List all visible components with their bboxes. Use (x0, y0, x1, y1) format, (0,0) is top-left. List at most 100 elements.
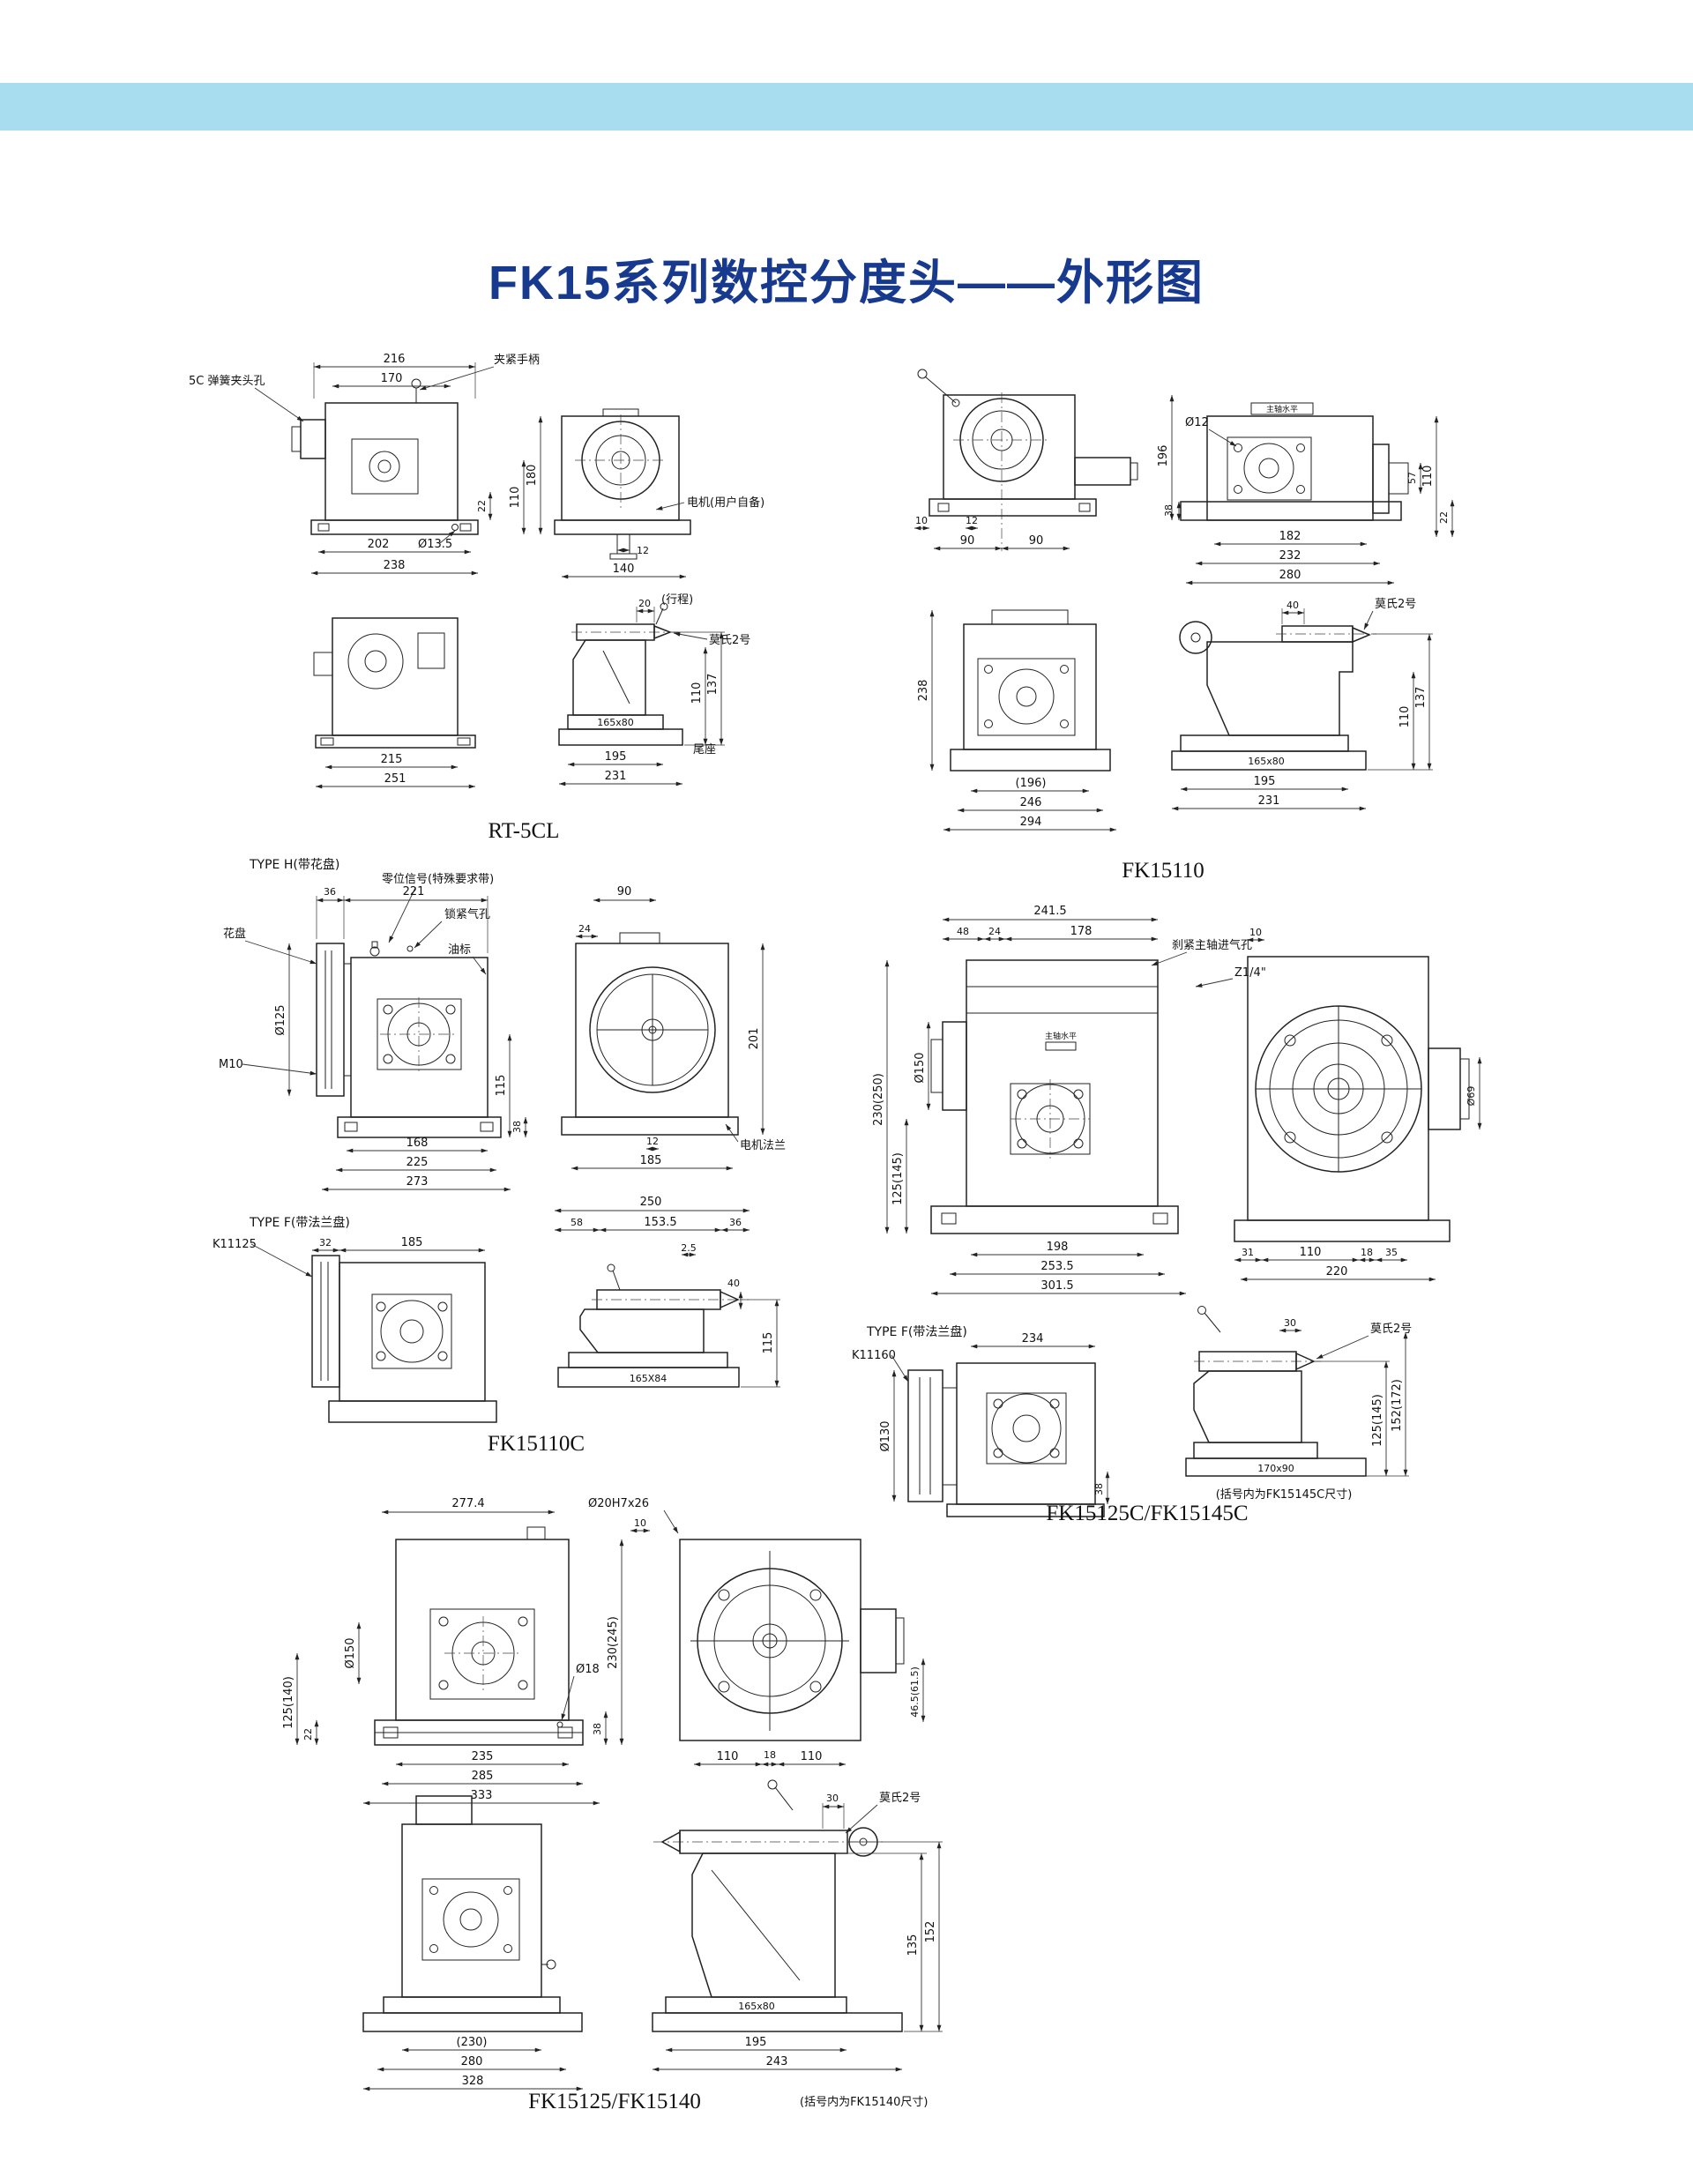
type-h-label: TYPE H(带花盘) (249, 857, 339, 872)
faceplate-view (1234, 956, 1470, 1242)
dim-label: 230(245) (607, 1616, 620, 1669)
handwheel-dimensions: 油标 90 24 201 12 185 电机法兰 (448, 885, 786, 1171)
label-stroke: (行程) (661, 593, 693, 607)
front-view-dimensions: 277.4 Ø20H7x26 10 Ø150 125(140) 22 230(2… (282, 1497, 679, 1806)
dim-label: 195 (745, 2036, 767, 2049)
dim-label: 294 (1020, 816, 1042, 829)
dim-label: 280 (1279, 569, 1301, 582)
label-spindle-level: 主轴水平 (1045, 1031, 1077, 1041)
model-caption: FK15110 (1122, 859, 1204, 883)
dim-label: 273 (406, 1175, 429, 1189)
lower-front-view (362, 1795, 583, 2032)
tailstock-dimensions: 30 莫氏2号 125(145) 152(172) 170x90 (1257, 1317, 1412, 1477)
dim-label: 18 (1361, 1247, 1373, 1258)
dim-label: 221 (403, 885, 425, 898)
drawing-group-fk15125c: 241.5 48 24 178 刹紧主轴进气孔 10 Z1/4" 主轴水平 23… (852, 905, 1482, 1525)
dim-label: 168 (406, 1137, 429, 1150)
dim-label: 12 (637, 545, 649, 556)
dim-label: 202 (368, 538, 390, 551)
dim-label: 38 (1163, 504, 1175, 517)
drawing-group-rt5cl: 216 170 5C 弹簧夹头孔 夹紧手柄 22 202 Ø13.5 238 (189, 353, 764, 843)
front-view-dimensions: 241.5 48 24 178 刹紧主轴进气孔 10 Z1/4" 主轴水平 23… (872, 905, 1266, 1296)
dim-label: 137 (1414, 687, 1428, 709)
dim-label: 137 (706, 674, 720, 696)
dim-label: 24 (988, 926, 1001, 937)
dim-label: 90 (1029, 534, 1044, 548)
dim-label: 301.5 (1040, 1279, 1073, 1293)
callout-morse: 莫氏2号 (709, 634, 750, 647)
drawing-group-fk15110c: TYPE H(带花盘) 零位信号(特殊要求带) 锁紧气孔 36 221 花盘 (213, 857, 786, 1456)
dim-label: Ø125 (274, 1004, 287, 1035)
pad-size-label: 165x80 (597, 717, 634, 728)
dim-label: 140 (613, 563, 635, 576)
callout-dia12: Ø12 (1185, 416, 1209, 429)
callout-thread: Z1/4" (1234, 966, 1266, 980)
dim-label: 90 (960, 534, 975, 548)
callout-collet: 5C 弹簧夹头孔 (189, 374, 265, 388)
callout-plug: Ø20H7x26 (588, 1497, 649, 1510)
dim-label: 238 (917, 680, 930, 702)
type-f-label: TYPE F(带法兰盘) (866, 1324, 967, 1339)
type-f-dimensions: K11160 234 Ø130 38 (852, 1332, 1110, 1504)
dim-label: 90 (617, 885, 632, 898)
model-caption: FK15110C (488, 1432, 585, 1456)
dim-label: 58 (571, 1217, 583, 1228)
tailstock-dimensions: 20 (行程) 莫氏2号 137 110 165x80 195 231 尾座 (559, 593, 750, 786)
dim-label: 241.5 (1033, 905, 1066, 918)
dim-label: 178 (1070, 925, 1093, 938)
dim-label: Ø69 (1466, 1086, 1477, 1107)
side-view-dimensions: 180 110 12 140 电机(用户自备) (509, 416, 764, 579)
dim-label: 231 (1258, 794, 1280, 808)
dim-label: 18 (764, 1749, 776, 1761)
dim-label: 246 (1020, 796, 1042, 809)
dim-label: 30 (826, 1793, 839, 1804)
dim-label: 35 (1385, 1247, 1398, 1258)
dim-label: 238 (384, 559, 406, 572)
dim-label: 30 (1284, 1317, 1296, 1329)
dim-label: 22 (476, 500, 488, 512)
type-f-front-view (907, 1362, 1105, 1517)
tailstock-dimensions: 40 莫氏2号 137 110 165x80 195 231 (1172, 598, 1433, 811)
dim-label: 110 (509, 487, 522, 509)
dim-label: 170 (381, 372, 403, 385)
pad-size-label: 170x90 (1257, 1463, 1294, 1474)
dim-label: 22 (1438, 511, 1450, 524)
dim-label: 125(145) (1371, 1394, 1384, 1447)
pad-size-label: 165x80 (1248, 756, 1285, 767)
callout-motor: 电机(用户自备) (687, 496, 764, 510)
callout-morse: 莫氏2号 (879, 1792, 921, 1805)
model-caption: FK15125/FK15140 (528, 2090, 701, 2113)
dim-label: 251 (384, 772, 406, 786)
tailstock-view (1185, 1306, 1367, 1477)
callout-k11125: K11125 (213, 1238, 257, 1251)
dim-label: 195 (1254, 775, 1276, 788)
dim-label: 46.5(61.5) (909, 1666, 921, 1718)
faceplate-view (679, 1539, 905, 1741)
callout-dia18: Ø18 (576, 1663, 600, 1676)
label-spindle-level: 主轴水平 (1266, 404, 1298, 414)
dim-label: 185 (640, 1154, 662, 1167)
dim-label: 38 (1093, 1483, 1105, 1495)
callout-air-inlet: 刹紧主轴进气孔 (1172, 938, 1252, 952)
pad-size-label: 165X84 (630, 1373, 668, 1384)
dim-label: 230(250) (872, 1073, 885, 1126)
pad-size-label: 165x80 (738, 2001, 775, 2012)
callout-m10: M10 (219, 1058, 243, 1071)
dim-label: 180 (526, 465, 539, 487)
dim-label: 225 (406, 1156, 429, 1169)
handwheel-view (561, 932, 739, 1136)
dim-label: 24 (578, 923, 591, 935)
dim-label: 110 (717, 1750, 739, 1763)
page-title: FK15系列数控分度头——外形图 (488, 257, 1205, 310)
dim-label: 235 (472, 1750, 494, 1763)
dim-label: 32 (319, 1237, 332, 1249)
dim-label: 115 (762, 1332, 775, 1354)
dim-label: Ø13.5 (418, 538, 452, 551)
dim-label: 152 (924, 1921, 937, 1943)
drawing-group-fk15110: 10 12 90 90 主轴水平 196 Ø12 38 57 (914, 369, 1455, 883)
callout-morse: 莫氏2号 (1375, 598, 1416, 611)
dim-label: 10 (915, 515, 928, 526)
plan-view (313, 617, 476, 749)
dim-label: 110 (1421, 466, 1435, 488)
type-f-label: TYPE F(带法兰盘) (249, 1215, 350, 1230)
